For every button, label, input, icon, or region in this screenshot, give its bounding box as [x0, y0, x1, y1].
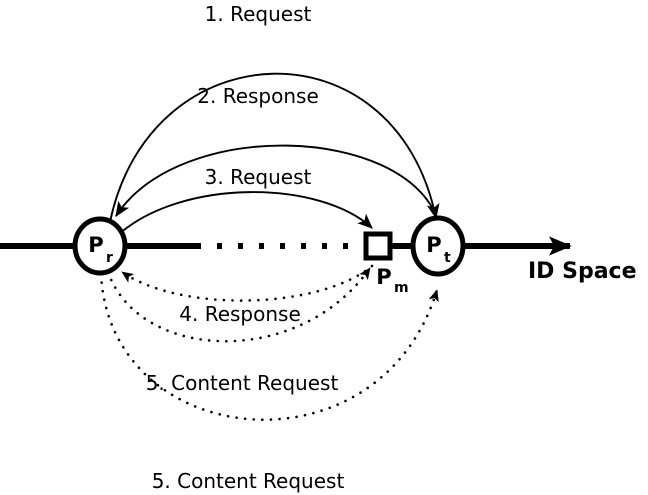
node-pm-label: P — [376, 265, 391, 289]
arc-path-3 — [117, 191, 373, 236]
message-arc-1-request: 1. Request — [109, 2, 440, 223]
message-label-3: 3. Request — [205, 165, 312, 189]
message-label-5a: 5. Content Request — [146, 371, 339, 395]
node-pt-subscript: t — [444, 250, 451, 266]
node-pm[interactable]: P m — [363, 231, 409, 296]
node-pr[interactable]: P r — [72, 216, 128, 276]
message-label-4: 4. Response — [179, 302, 301, 326]
arc-path-2 — [115, 144, 439, 221]
node-pt[interactable]: P t — [410, 215, 466, 277]
node-pm-shape[interactable] — [363, 231, 393, 261]
node-pm-subscript: m — [394, 280, 409, 296]
message-arc-2-response: 2. Response — [115, 84, 439, 221]
message-label-1: 1. Request — [205, 2, 312, 26]
message-arc-4-response: 4. Response — [120, 264, 374, 326]
arc-path-5a — [106, 266, 372, 343]
node-pr-label: P — [88, 233, 103, 257]
message-label-5b: 5. Content Request — [152, 469, 345, 493]
id-space-label: ID Space — [528, 259, 637, 284]
message-arc-5-content-request-pt: 5. Content Request — [99, 272, 439, 493]
message-label-2: 2. Response — [197, 84, 319, 108]
message-arc-3-request: 3. Request — [117, 165, 373, 236]
node-pt-shape[interactable] — [410, 215, 466, 277]
arc-path-1 — [109, 72, 440, 223]
node-pt-label: P — [426, 233, 441, 257]
node-pr-shape[interactable] — [72, 216, 128, 276]
arc-path-4 — [120, 264, 374, 302]
node-pr-subscript: r — [106, 250, 113, 266]
message-arc-5-content-request-pm: 5. Content Request — [106, 266, 372, 395]
arc-path-5b — [99, 272, 439, 421]
